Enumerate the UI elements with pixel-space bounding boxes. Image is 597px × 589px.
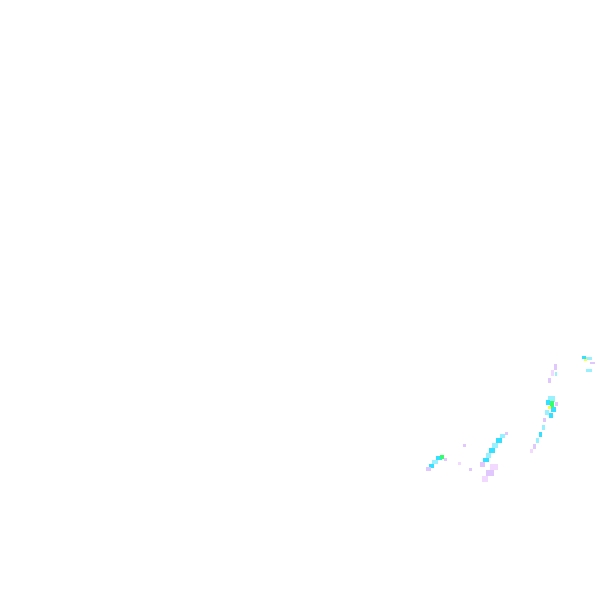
echo-cell <box>505 432 508 435</box>
echo-cell <box>590 362 595 364</box>
echo-cell <box>536 438 539 443</box>
echo-cell <box>432 460 438 464</box>
echo-cluster-main <box>543 396 558 422</box>
echo-cell <box>539 432 542 437</box>
echo-cell <box>440 455 444 459</box>
echo-streak-upper <box>548 364 557 383</box>
echo-cell <box>530 449 533 453</box>
echo-cell <box>426 467 431 471</box>
echo-cell <box>486 453 491 458</box>
echo-cell <box>551 370 554 376</box>
echo-streak-lower-right <box>530 425 545 453</box>
echo-cell <box>546 400 550 405</box>
echo-cell <box>469 468 472 471</box>
echo-cell <box>542 425 545 430</box>
echo-cluster-left <box>426 455 447 471</box>
echo-cell <box>548 396 555 402</box>
echo-cell <box>490 464 498 470</box>
echo-cell <box>429 464 434 468</box>
echo-cell <box>545 410 549 415</box>
echo-cell <box>584 359 587 361</box>
echo-cell <box>543 418 546 422</box>
echo-cell <box>463 444 466 447</box>
echo-cell <box>436 456 442 460</box>
echo-cell <box>586 369 592 372</box>
echo-cell <box>551 407 556 412</box>
echo-scatter-middle <box>458 444 472 471</box>
echo-cell <box>548 378 551 383</box>
echo-cell <box>480 462 485 467</box>
echo-cluster-top-right <box>582 356 595 372</box>
echo-cell <box>486 470 494 476</box>
echo-cell <box>582 356 586 359</box>
echo-band-middle <box>480 432 508 482</box>
echo-cell <box>500 434 505 438</box>
echo-cell <box>550 401 554 407</box>
echo-cell <box>554 364 557 370</box>
echo-cell <box>548 406 551 409</box>
echo-cell <box>489 448 495 453</box>
echo-cell <box>555 372 557 376</box>
echo-cell <box>586 357 592 360</box>
echo-cell <box>492 443 498 448</box>
echo-cell <box>496 438 502 443</box>
echo-cell <box>482 476 488 482</box>
echo-cell <box>555 402 558 406</box>
echo-cell <box>533 444 536 449</box>
echo-cell <box>483 458 489 462</box>
echo-cell <box>444 458 447 461</box>
echo-cell <box>549 413 553 418</box>
echo-cell <box>458 462 461 465</box>
